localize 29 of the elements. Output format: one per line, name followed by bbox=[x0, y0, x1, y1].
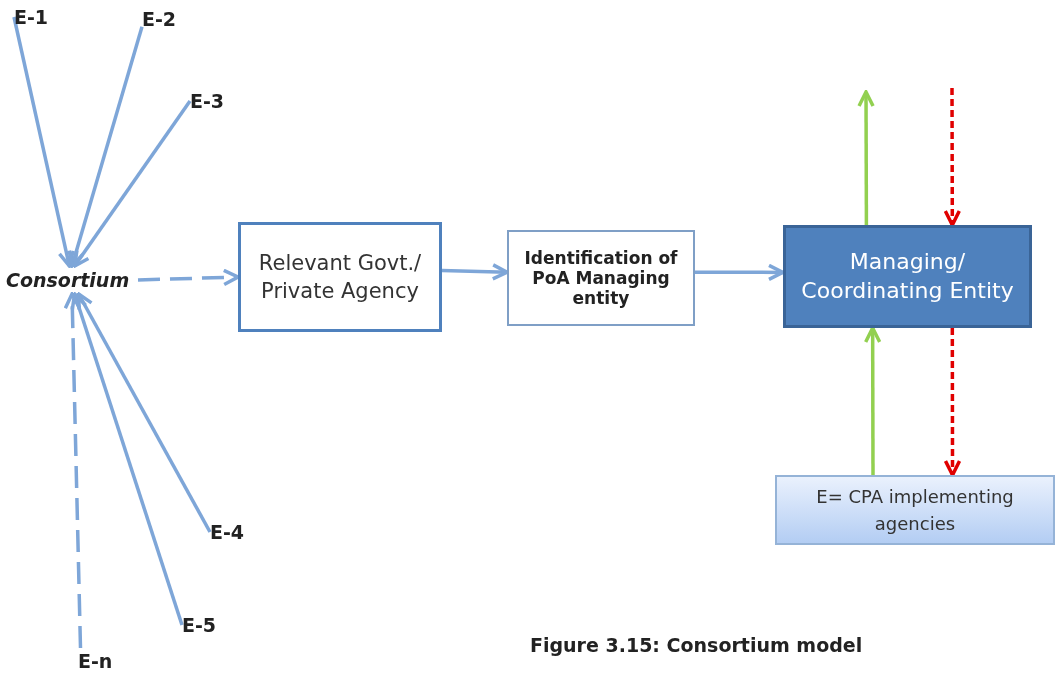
arrow bbox=[137, 268, 240, 287]
arrow bbox=[72, 100, 192, 268]
arrow bbox=[12, 16, 75, 268]
label-text: E-2 bbox=[142, 8, 177, 30]
label-text: E-4 bbox=[210, 521, 245, 543]
box-text: Managing/ Coordinating Entity bbox=[800, 247, 1015, 305]
arrow bbox=[70, 292, 184, 626]
figure-caption: Figure 3.15: Consortium model bbox=[530, 634, 863, 656]
label-text: E-n bbox=[78, 649, 113, 672]
box-text: E= CPA implementing agencies bbox=[815, 485, 1015, 536]
label-text: E-3 bbox=[190, 90, 225, 112]
label-text: Consortium bbox=[6, 269, 130, 291]
box-text: Identification of PoA Managing entity bbox=[523, 248, 679, 308]
arrow bbox=[857, 90, 875, 225]
process-box bbox=[507, 230, 695, 326]
label-text: E-1 bbox=[14, 6, 49, 28]
arrow bbox=[943, 88, 962, 227]
box-text: Relevant Govt./ Private Agency bbox=[257, 249, 423, 305]
arrow bbox=[67, 26, 144, 268]
arrow bbox=[943, 328, 962, 477]
arrow bbox=[63, 292, 83, 649]
entity-box bbox=[783, 225, 1032, 328]
arrow bbox=[695, 263, 785, 282]
arrow bbox=[76, 292, 212, 533]
label-text: E-5 bbox=[182, 614, 217, 636]
arrow bbox=[863, 326, 882, 475]
process-box bbox=[775, 475, 1055, 545]
process-box bbox=[238, 222, 442, 332]
arrow bbox=[441, 263, 509, 281]
